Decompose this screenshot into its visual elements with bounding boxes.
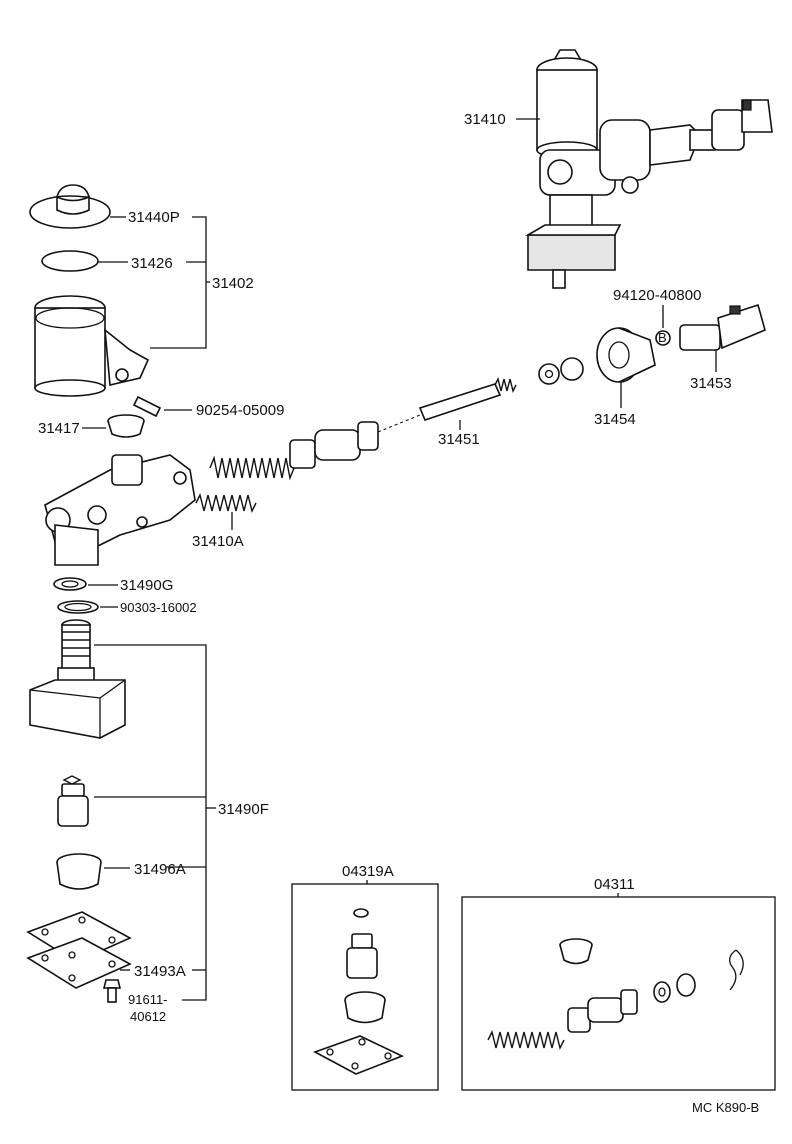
piston-spring-assembly [209,376,517,481]
clevis-31453 [679,303,766,351]
nut-94120: B [655,330,671,346]
label-31402: 31402 [212,275,254,292]
label-04319A: 04319A [342,863,394,880]
reservoir-pin [132,395,162,418]
valve-body [29,619,126,739]
label-31410A: 31410A [192,533,244,550]
check-valve [57,775,89,827]
label-90254-05009: 90254-05009 [196,402,284,419]
kit-04311: 04311 [461,876,776,1091]
grommet-31417 [107,414,145,438]
label-90303-16002: 90303-16002 [120,600,197,615]
label-31454: 31454 [594,411,636,428]
label-40612: 40612 [130,1009,166,1024]
reservoir-cap [29,184,111,229]
gasket-90303 [57,600,99,614]
diagram-code: MC K890-B [692,1100,759,1115]
label-94120-40800: 94120-40800 [613,287,701,304]
reservoir-diaphragm [41,250,99,272]
label-31493A: 31493A [134,963,186,980]
label-31410: 31410 [464,111,506,128]
cup-31496A [56,853,102,890]
label-31417: 31417 [38,420,80,437]
washer [538,363,560,385]
boot-31454 [596,327,656,383]
label-31490F: 31490F [218,801,269,818]
gasket-31490G [53,577,87,591]
cylinder-body-31410A [44,454,196,566]
plate-31493A [26,911,132,989]
spring-31410A [195,492,257,514]
label-31426: 31426 [131,255,173,272]
label-31453: 31453 [690,375,732,392]
snap-ring [560,357,584,381]
label-31440P: 31440P [128,209,180,226]
label-91611: 91611- [128,992,168,1007]
label-31451: 31451 [438,431,480,448]
master-cylinder-assembly [525,49,773,289]
svg-text:B: B [658,330,667,345]
label-31490G: 31490G [120,577,173,594]
reservoir-tank [34,295,150,397]
label-31496A: 31496A [134,861,186,878]
kit-04319A: 04319A [291,863,439,1091]
bolt-91611 [102,979,122,1003]
label-04311: 04311 [594,876,635,893]
